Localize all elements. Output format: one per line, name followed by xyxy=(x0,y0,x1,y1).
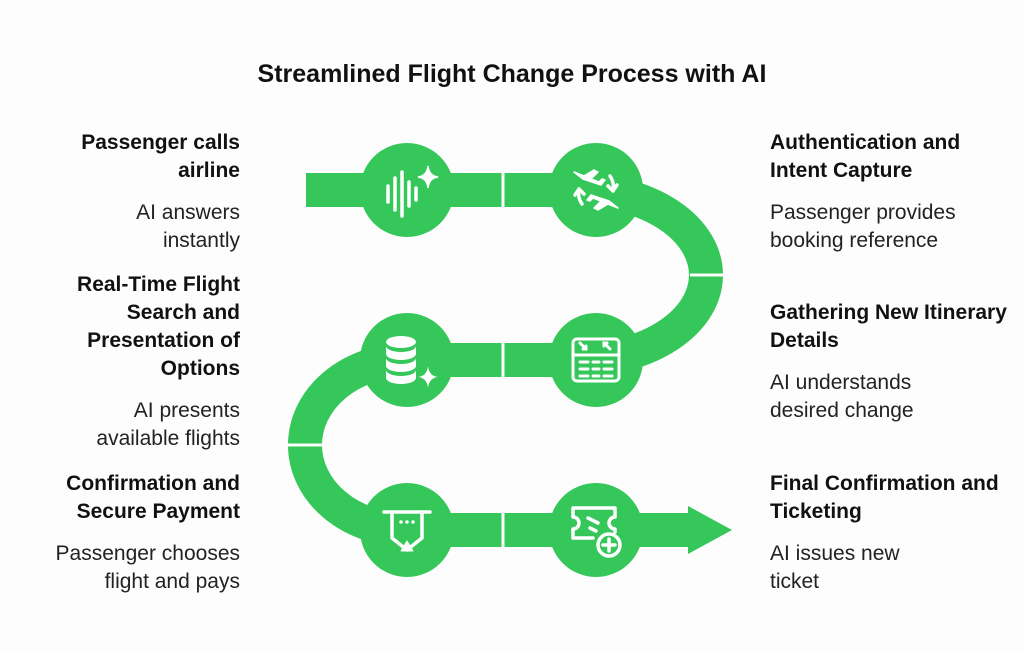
step-node-5 xyxy=(360,483,454,577)
track-separators xyxy=(288,170,725,550)
step-4-text: Real-Time Flight Search and Presentation… xyxy=(0,271,240,453)
step-node-2 xyxy=(549,143,643,237)
step-3-text: Gathering New Itinerary Details AI under… xyxy=(770,299,1010,425)
step-1-text: Passenger calls airline AI answers insta… xyxy=(0,129,240,255)
step-2-title: Authentication and Intent Capture xyxy=(770,131,961,182)
arrow-head xyxy=(688,506,732,554)
step-6-text: Final Confirmation and Ticketing AI issu… xyxy=(770,470,1010,596)
step-2-description: Passenger provides booking reference xyxy=(770,201,956,252)
step-5-text: Confirmation and Secure Payment Passenge… xyxy=(0,470,240,596)
step-node-4 xyxy=(360,313,454,407)
step-5-title: Confirmation and Secure Payment xyxy=(66,472,240,523)
step-node-1 xyxy=(360,143,454,237)
step-3-description: AI understands desired change xyxy=(770,371,914,422)
step-6-description: AI issues new ticket xyxy=(770,542,900,593)
step-4-description: AI presents available flights xyxy=(96,399,240,450)
step-1-description: AI answers instantly xyxy=(136,201,240,252)
step-4-title: Real-Time Flight Search and Presentation… xyxy=(77,273,240,380)
database-sparkle-icon xyxy=(386,336,438,388)
step-5-description: Passenger chooses flight and pays xyxy=(55,542,240,593)
step-6-title: Final Confirmation and Ticketing xyxy=(770,472,999,523)
step-1-title: Passenger calls airline xyxy=(81,131,240,182)
step-node-3 xyxy=(549,313,643,407)
step-3-title: Gathering New Itinerary Details xyxy=(770,301,1007,352)
voice-sparkle-icon xyxy=(386,165,439,218)
page-title: Streamlined Flight Change Process with A… xyxy=(257,60,767,88)
flight-exchange-icon xyxy=(573,169,619,211)
step-2-text: Authentication and Intent Capture Passen… xyxy=(770,129,1010,255)
payment-terminal-icon xyxy=(382,510,432,552)
ticket-add-icon xyxy=(571,506,622,558)
schedule-board-icon xyxy=(571,337,621,383)
